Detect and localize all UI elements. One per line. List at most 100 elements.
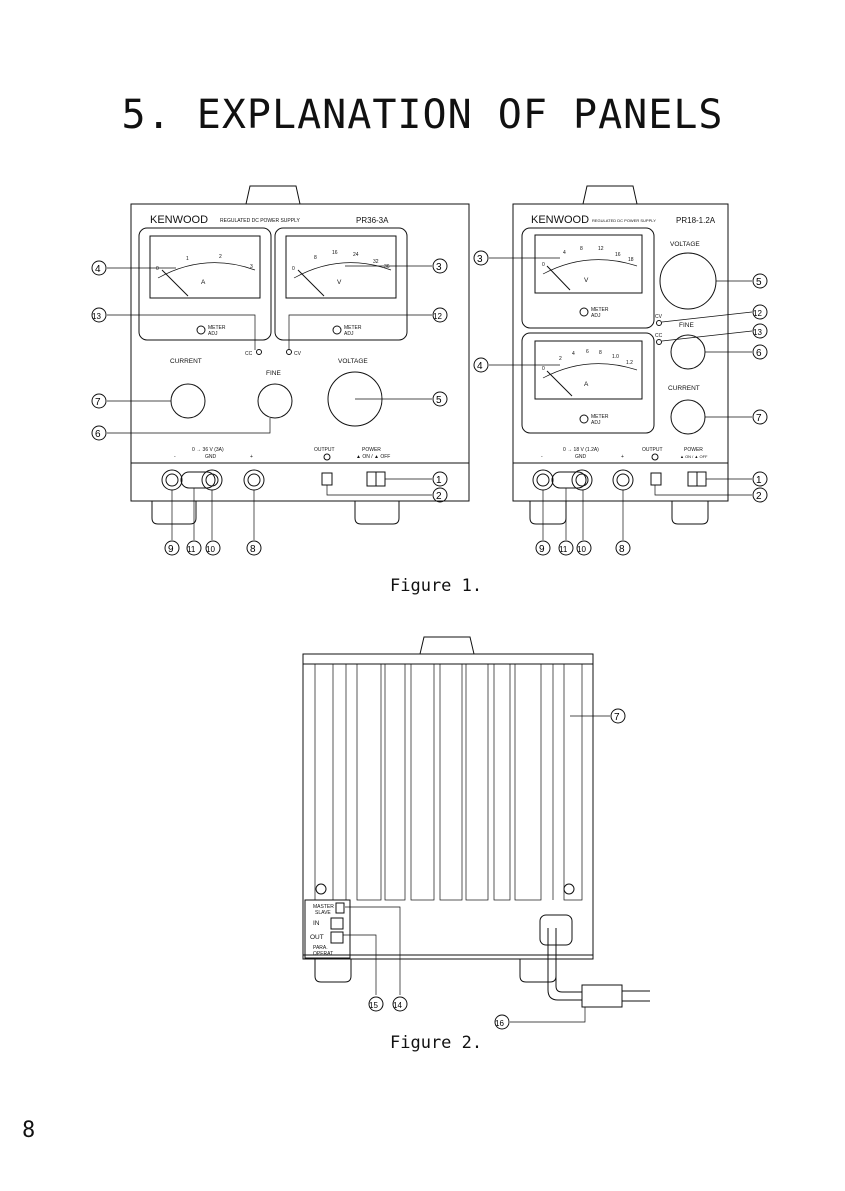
svg-text:13: 13 (753, 328, 762, 337)
svg-text:3: 3 (250, 264, 253, 270)
rear-callouts: 7 14 15 16 (343, 708, 626, 1030)
in-connector[interactable] (330, 917, 344, 930)
unit-a-output-switch[interactable] (321, 472, 333, 486)
unit-a-meter-left (149, 235, 261, 299)
unit-b-front-panel: KENWOOD REGULATED DC POWER SUPPLY PR18-1… (512, 185, 729, 525)
svg-text:METER: METER (591, 307, 609, 313)
svg-text:METER: METER (344, 325, 362, 331)
unit-a-handle (245, 185, 301, 205)
unit-a-fine-label: FINE (266, 370, 281, 377)
svg-text:8: 8 (250, 544, 256, 555)
unit-b-cv-lamp (656, 320, 662, 326)
unit-b-gnd-bar[interactable] (551, 471, 587, 489)
out-connector[interactable] (330, 931, 344, 944)
svg-text:CC: CC (245, 351, 253, 357)
svg-text:11: 11 (559, 545, 568, 554)
unit-b-meter-adj-bottom[interactable] (579, 414, 589, 424)
unit-b-cc-lamp (656, 339, 662, 345)
unit-b-terminal-plus[interactable] (612, 469, 634, 491)
svg-text:CV: CV (294, 351, 302, 357)
unit-a-foot-left (151, 501, 197, 525)
svg-text:9: 9 (539, 544, 545, 555)
unit-b-callout-numbers: 3 4 5 12 13 6 7 1 2 9 11 10 8 (473, 250, 768, 556)
unit-a-output-lamp (323, 453, 331, 461)
unit-a-terminal-plus[interactable] (243, 469, 265, 491)
svg-text:1: 1 (756, 475, 762, 486)
svg-text:SLAVE: SLAVE (315, 910, 331, 916)
master-slave-switch[interactable] (335, 902, 345, 914)
svg-text:4: 4 (572, 351, 575, 357)
rear-body (302, 653, 594, 960)
svg-text:2: 2 (436, 491, 442, 502)
power-cord (547, 928, 582, 1001)
svg-text:▲ ON / ▲ OFF: ▲ ON / ▲ OFF (356, 454, 390, 460)
svg-text:2: 2 (559, 356, 562, 362)
unit-a-gnd-bar[interactable] (180, 471, 216, 489)
svg-text:1: 1 (436, 475, 442, 486)
unit-a-voltage-label: VOLTAGE (338, 358, 368, 365)
svg-text:ADJ: ADJ (208, 331, 218, 337)
unit-b-meter-bottom (534, 340, 643, 400)
unit-b-terminal-gnd[interactable] (571, 469, 593, 491)
unit-a-meter-adj-right[interactable] (332, 325, 342, 335)
unit-a-terminal-gnd[interactable] (201, 469, 223, 491)
svg-text:36: 36 (384, 264, 390, 270)
svg-text:METER: METER (208, 325, 226, 331)
svg-text:5: 5 (436, 395, 442, 406)
svg-text:REGULATED DC POWER SUPPLY: REGULATED DC POWER SUPPLY (592, 218, 656, 223)
svg-text:10: 10 (206, 545, 215, 554)
page-heading: 5. EXPLANATION OF PANELS (121, 92, 724, 138)
svg-text:1.0: 1.0 (612, 354, 619, 360)
svg-text:32: 32 (373, 259, 379, 265)
power-plug (581, 984, 623, 1008)
unit-b-meter-top-frame (521, 227, 655, 329)
unit-a-fine-knob[interactable] (257, 383, 293, 419)
svg-text:11: 11 (187, 545, 196, 554)
unit-a-brand: KENWOOD (150, 214, 208, 226)
svg-text:A: A (584, 381, 589, 388)
unit-b-meter-bottom-frame (521, 332, 655, 434)
unit-b-output-switch[interactable] (650, 472, 662, 486)
svg-text:16: 16 (615, 252, 621, 258)
svg-text:ADJ: ADJ (344, 331, 354, 337)
svg-text:6: 6 (95, 429, 101, 440)
unit-b-brand: KENWOOD (531, 214, 589, 226)
unit-b-body (512, 203, 729, 502)
unit-b-fine-knob[interactable] (670, 334, 706, 370)
unit-a-terminal-minus[interactable] (161, 469, 183, 491)
unit-a-current-knob[interactable] (170, 383, 206, 419)
svg-text:GND: GND (205, 454, 217, 460)
svg-text:7: 7 (614, 712, 620, 723)
svg-text:METER: METER (591, 414, 609, 420)
svg-text:POWER: POWER (684, 447, 703, 453)
svg-text:+: + (621, 454, 624, 460)
svg-text:14: 14 (393, 1001, 402, 1010)
unit-a-meter-adj-left[interactable] (196, 325, 206, 335)
unit-a-cc-lamp (256, 349, 262, 355)
figure-1-caption: Figure 1. (390, 576, 483, 596)
svg-text:15: 15 (369, 1001, 378, 1010)
unit-b-current-knob[interactable] (670, 399, 706, 435)
svg-text:6: 6 (586, 349, 589, 355)
svg-text:OUTPUT: OUTPUT (314, 447, 335, 453)
unit-b-terminal-minus[interactable] (532, 469, 554, 491)
svg-text:7: 7 (95, 397, 101, 408)
unit-a-body (130, 203, 470, 502)
unit-a-front-panel: KENWOOD REGULATED DC POWER SUPPLY PR36-3… (130, 185, 470, 525)
unit-b-meter-adj-top[interactable] (579, 307, 589, 317)
svg-text:GND: GND (575, 454, 587, 460)
svg-text:+: + (250, 454, 253, 460)
unit-a-right-unit: V (337, 279, 342, 286)
svg-text:10: 10 (577, 545, 586, 554)
svg-text:POWER: POWER (362, 447, 381, 453)
svg-text:4: 4 (95, 264, 101, 275)
unit-b-output-lamp (651, 453, 659, 461)
svg-text:1: 1 (186, 256, 189, 262)
svg-text:-: - (174, 454, 176, 460)
svg-text:12: 12 (433, 312, 442, 321)
svg-text:-: - (541, 454, 543, 460)
svg-text:18: 18 (628, 257, 634, 263)
unit-a-callouts (107, 265, 432, 540)
unit-b-voltage-knob[interactable] (659, 252, 717, 310)
